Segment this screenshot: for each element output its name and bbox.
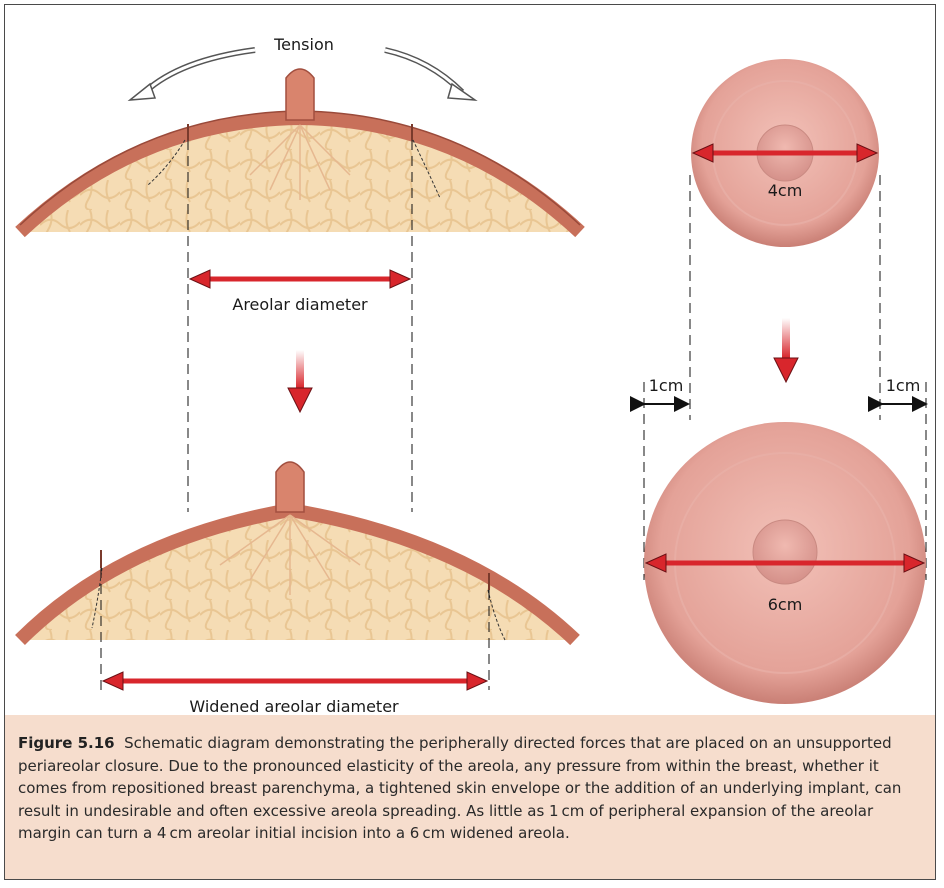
figure-number: Figure 5.16	[18, 734, 115, 752]
widened-areolar-diameter-label: Widened areolar diameter	[189, 697, 399, 715]
breast-bottom	[20, 462, 575, 640]
areolar-diameter-label: Areolar diameter	[232, 295, 368, 314]
figure-caption: Figure 5.16 Schematic diagram demonstrat…	[18, 732, 918, 845]
large-areola-size-label: 6cm	[768, 595, 803, 614]
tension-arrow-left	[130, 50, 255, 100]
breast-top	[20, 69, 580, 232]
tension-label: Tension	[273, 35, 334, 54]
areolar-diameter-arrow	[190, 270, 410, 288]
figure-illustration: Tension Areolar diameter Widened areolar…	[0, 0, 944, 715]
tension-arrow-right	[385, 50, 475, 100]
small-areola-size-label: 4cm	[768, 181, 803, 200]
down-arrow-right	[774, 318, 798, 382]
expansion-left-label: 1cm	[649, 376, 684, 395]
expansion-right-label: 1cm	[886, 376, 921, 395]
widened-diameter-arrow	[103, 672, 487, 690]
caption-text: Schematic diagram demonstrating the peri…	[18, 734, 901, 842]
down-arrow-left	[288, 350, 312, 412]
